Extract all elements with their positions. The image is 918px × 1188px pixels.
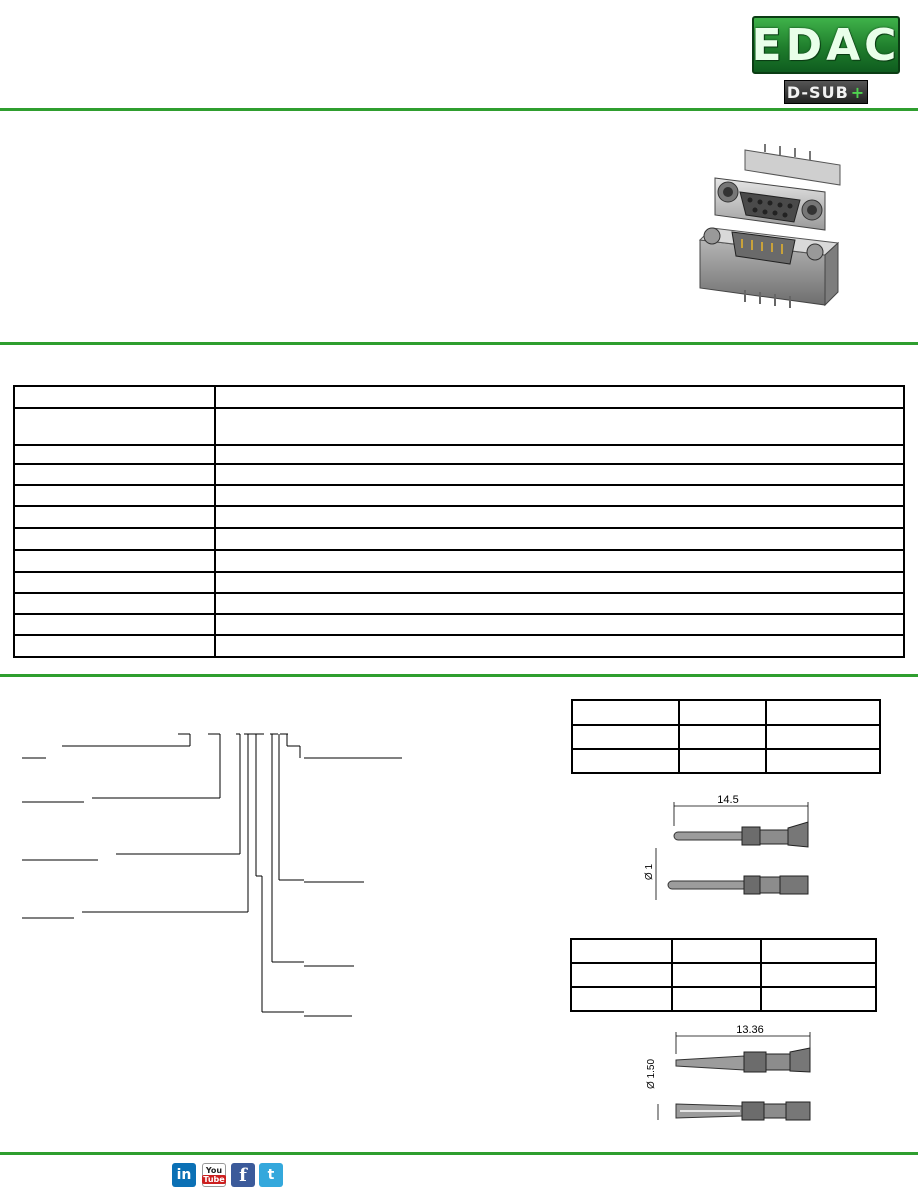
table-cell [570,986,673,1012]
contact-table-row [570,986,877,1012]
contact-table-row [571,699,881,726]
table-cell [571,699,680,726]
linkedin-glyph: in [176,1167,192,1183]
table-cell [671,938,762,964]
spec-value-cell [214,613,905,636]
male-contact-drawing: 14.5 Ø 1 [644,794,809,900]
spec-value-cell [214,385,905,409]
spec-label-cell [13,484,216,507]
spec-row [13,463,905,486]
spec-row [13,527,905,551]
female-contact-table [570,938,877,1012]
twitter-icon[interactable]: t [259,1163,283,1187]
table-cell [571,724,680,750]
spec-label-cell [13,505,216,529]
table-cell [765,724,881,750]
logo-product-plus: + [850,82,866,102]
table-cell [765,748,881,774]
section-divider-2 [0,674,918,677]
spec-label-cell [13,444,216,465]
youtube-icon[interactable]: You Tube [202,1163,226,1187]
table-cell [570,938,673,964]
table-cell [760,938,877,964]
linkedin-icon[interactable]: in [172,1163,196,1187]
spec-row [13,592,905,615]
male-contact-table [571,699,881,774]
youtube-glyph-bottom: Tube [202,1175,226,1184]
female-length-dimension: 13.36 [736,1024,764,1036]
spec-label-cell [13,527,216,551]
logo-product-text: D-SUB [786,82,849,102]
table-cell [671,962,762,988]
contact-table-row [571,748,881,774]
contact-table-row [570,938,877,964]
table-cell [760,962,877,988]
spec-value-cell [214,505,905,529]
spec-row [13,505,905,529]
table-cell [678,748,767,774]
section-divider-1 [0,342,918,345]
table-cell [570,962,673,988]
contact-table-row [571,724,881,750]
product-image [698,144,841,308]
footer-divider [0,1152,918,1155]
spec-row [13,634,905,658]
spec-value-cell [214,634,905,658]
spec-row [13,407,905,446]
spec-row [13,385,905,409]
spec-value-cell [214,571,905,594]
specifications-table [13,385,905,658]
table-cell [678,699,767,726]
spec-value-cell [214,549,905,573]
spec-row [13,484,905,507]
logo-brand-text: EDAC [751,19,901,71]
spec-row [13,444,905,465]
contact-table-row [570,962,877,988]
facebook-icon[interactable]: f [231,1163,255,1187]
facebook-glyph: f [239,1164,247,1186]
table-cell [678,724,767,750]
spec-label-cell [13,571,216,594]
female-diameter-dimension: Ø 1.50 [646,1059,657,1089]
youtube-glyph-top: You [205,1166,223,1175]
table-cell [671,986,762,1012]
spec-row [13,549,905,573]
spec-label-cell [13,634,216,658]
spec-value-cell [214,527,905,551]
male-length-dimension: 14.5 [717,794,738,806]
spec-value-cell [214,592,905,615]
spec-label-cell [13,463,216,486]
edac-logo: EDAC [752,16,900,74]
spec-label-cell [13,385,216,409]
part-number-diagram [22,733,402,1017]
twitter-glyph: t [267,1167,275,1183]
female-contact-drawing: 13.36 Ø 1.50 [646,1024,811,1121]
dsub-plus-logo: D-SUB+ [784,80,868,104]
spec-label-cell [13,407,216,446]
header-divider [0,108,918,111]
table-cell [765,699,881,726]
male-diameter-dimension: Ø 1 [644,864,655,881]
table-cell [571,748,680,774]
spec-value-cell [214,407,905,446]
spec-label-cell [13,592,216,615]
spec-value-cell [214,463,905,486]
spec-value-cell [214,444,905,465]
spec-label-cell [13,549,216,573]
table-cell [760,986,877,1012]
spec-row [13,571,905,594]
spec-label-cell [13,613,216,636]
spec-value-cell [214,484,905,507]
spec-row [13,613,905,636]
